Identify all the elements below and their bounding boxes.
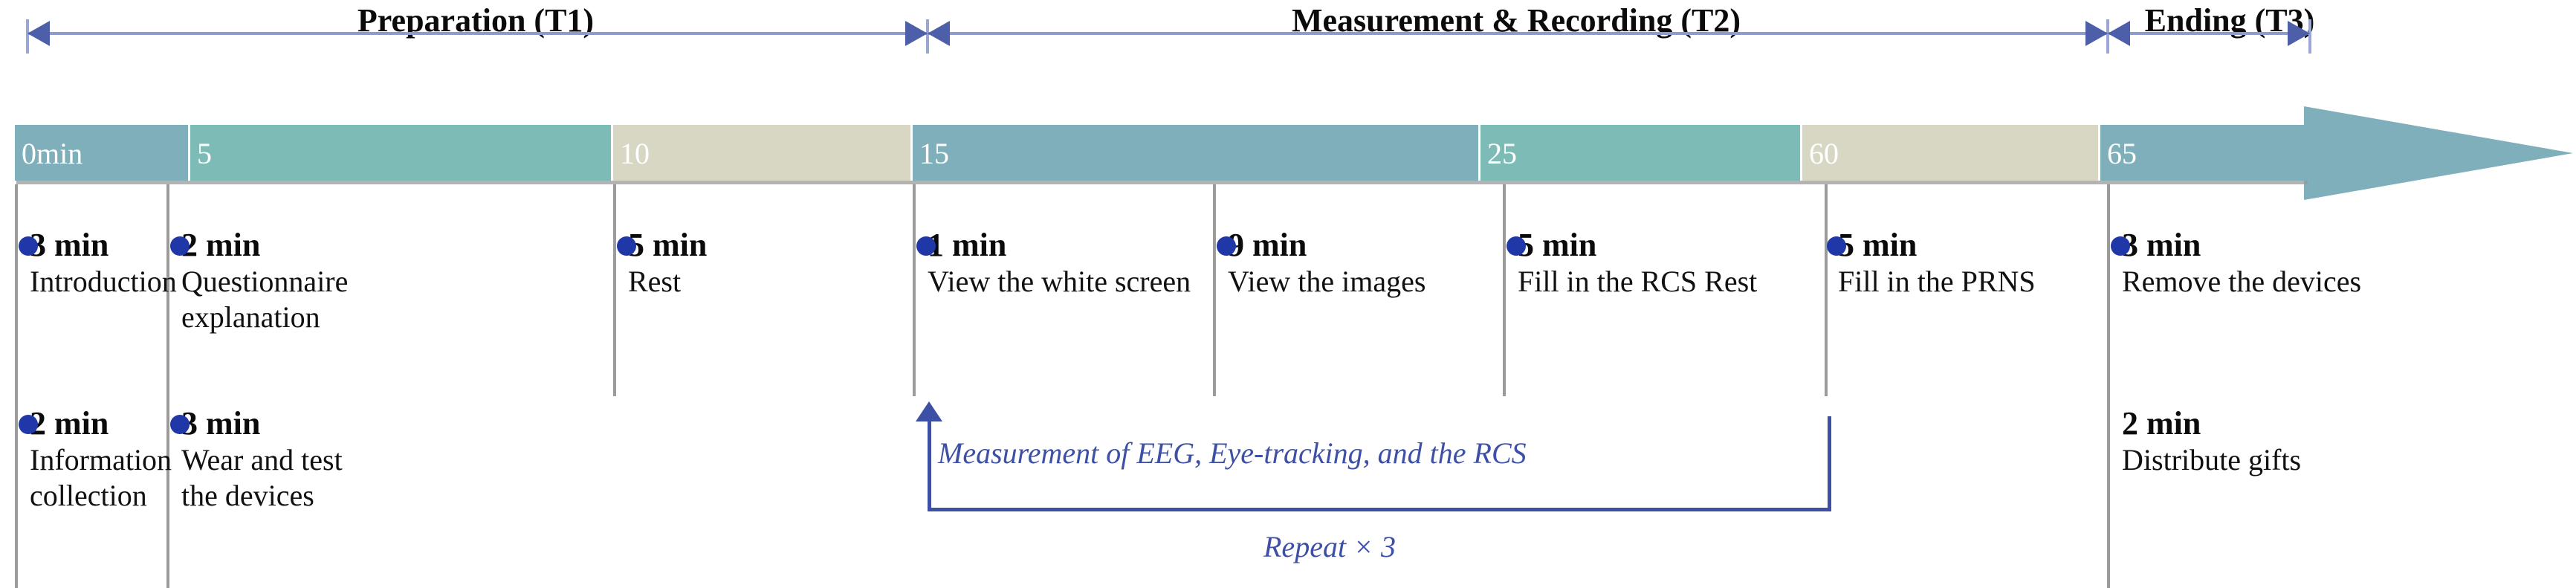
event-wear-test-devices: 3 min Wear and test the devices — [170, 405, 367, 514]
event-rest: 5 min Rest — [617, 227, 888, 300]
event-bullet-icon — [2111, 236, 2130, 256]
event-duration: 3 min — [30, 227, 109, 263]
event-description: View the images — [1228, 265, 1426, 298]
event-view-white-screen: 1 min View the white screen — [916, 227, 1210, 300]
event-description: Information collection — [30, 443, 172, 512]
timeline-tick-0: 0min — [22, 136, 83, 170]
event-bullet-icon — [170, 415, 190, 434]
phase-arrow-right-t3 — [2288, 21, 2310, 46]
event-description: Wear and test the devices — [181, 443, 343, 512]
event-view-images: 9 min View the images — [1217, 227, 1488, 300]
timeline-segment-15: 15 — [913, 125, 1480, 181]
timeline-tick-60: 60 — [1809, 136, 1839, 170]
event-duration: 3 min — [2122, 227, 2201, 263]
event-description: Introduction — [30, 265, 177, 298]
timeline-bar-shadow — [16, 181, 2308, 184]
phase-arrow-left-t1 — [27, 21, 50, 46]
timeline-tick-25: 25 — [1487, 136, 1517, 170]
event-description: Remove the devices — [2122, 265, 2362, 298]
event-description: Fill in the PRNS — [1838, 265, 2036, 298]
column-rule-4 — [1213, 184, 1216, 396]
phase-divider-end — [2308, 19, 2311, 54]
timeline-segment-60: 60 — [1802, 125, 2100, 181]
phase-arrow-left-t3 — [2108, 21, 2130, 46]
column-rule-5 — [1503, 184, 1506, 396]
column-rule-0 — [15, 184, 18, 588]
event-duration: 9 min — [1228, 227, 1307, 263]
phase-arrow-right-t1 — [905, 21, 928, 46]
event-description: Fill in the RCS Rest — [1518, 265, 1758, 298]
event-duration: 5 min — [628, 227, 708, 263]
phase-arrow-left-t2 — [928, 21, 950, 46]
event-questionnaire-explanation: 2 min Questionnaire explanation — [170, 227, 349, 335]
event-fill-rcs: 5 min Fill in the RCS Rest — [1507, 227, 1819, 300]
event-description: Distribute gifts — [2122, 443, 2302, 476]
event-duration: 3 min — [181, 405, 261, 442]
event-duration: 2 min — [181, 227, 261, 263]
event-bullet-icon — [19, 236, 38, 256]
phase-span-t1-line — [27, 32, 928, 35]
timeline-tick-65: 65 — [2107, 136, 2137, 170]
timeline-segment-25: 25 — [1480, 125, 1802, 181]
event-distribute-gifts: 2 min Distribute gifts — [2122, 405, 2434, 478]
timeline-arrowhead — [2304, 106, 2573, 200]
phase-arrow-right-t2 — [2085, 21, 2108, 46]
timeline-tick-5: 5 — [197, 136, 212, 170]
event-bullet-icon — [19, 415, 38, 434]
event-bullet-icon — [916, 236, 936, 256]
event-duration: 2 min — [30, 405, 109, 442]
column-rule-6 — [1825, 184, 1828, 396]
event-description: Rest — [628, 265, 682, 298]
phase-span-t2-line — [928, 32, 2108, 35]
column-rule-1 — [166, 184, 169, 588]
event-duration: 2 min — [2122, 405, 2201, 442]
timeline-segment-5: 5 — [190, 125, 613, 181]
event-bullet-icon — [1507, 236, 1526, 256]
event-duration: 1 min — [928, 227, 1007, 263]
event-description: Questionnaire explanation — [181, 265, 349, 334]
phase-span-t3-line — [2108, 32, 2310, 35]
column-rule-2 — [613, 184, 616, 396]
measurement-bracket — [928, 416, 1831, 511]
event-bullet-icon — [1217, 236, 1236, 256]
timeline-tick-10: 10 — [620, 136, 650, 170]
measurement-label: Measurement of EEG, Eye-tracking, and th… — [938, 436, 1527, 470]
timeline-bar: 0min 5 10 15 25 60 65 — [15, 125, 2308, 181]
event-description: View the white screen — [928, 265, 1191, 298]
timeline-segment-0: 0min — [15, 125, 190, 181]
event-duration: 5 min — [1838, 227, 1918, 263]
event-duration: 5 min — [1518, 227, 1597, 263]
event-fill-prns: 5 min Fill in the PRNS — [1827, 227, 2113, 300]
phase-header-band: Preparation (T1) Measurement & Recording… — [0, 0, 2576, 59]
event-information-collection: 2 min Information collection — [19, 405, 186, 514]
event-bullet-icon — [170, 236, 190, 256]
timeline-tick-15: 15 — [919, 136, 949, 170]
event-bullet-icon — [617, 236, 636, 256]
repeat-label: Repeat × 3 — [1263, 530, 1397, 563]
event-bullet-icon — [1827, 236, 1846, 256]
column-rule-3 — [913, 184, 916, 396]
timeline-segment-65: 65 — [2100, 125, 2308, 181]
event-remove-devices: 3 min Remove the devices — [2111, 227, 2419, 300]
timeline-segment-10: 10 — [613, 125, 913, 181]
column-rule-7 — [2107, 184, 2110, 588]
event-introduction: 3 min Introduction — [19, 227, 177, 300]
